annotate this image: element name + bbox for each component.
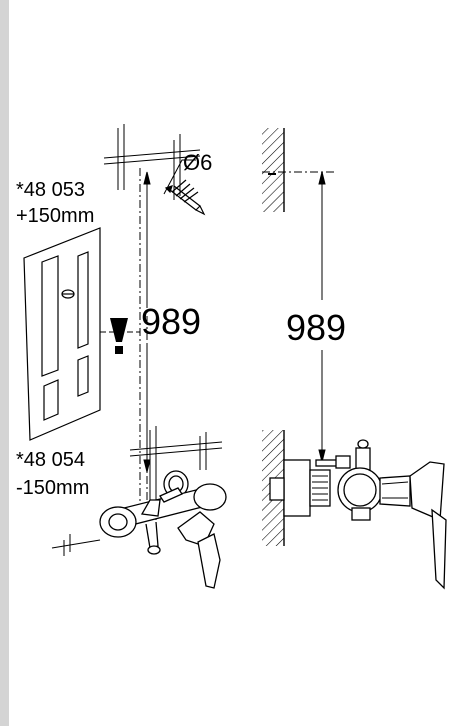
drill-bit (163, 159, 206, 216)
dimension-value-right: 989 (286, 307, 346, 348)
extension-template (23, 227, 101, 441)
part-number-bottom: *48 054 (16, 449, 85, 471)
page-margin-bar (0, 0, 9, 726)
tile-grid-bottom (51, 426, 223, 556)
diameter-label: Ø6 (183, 150, 212, 175)
dimension-value-left: 989 (141, 301, 201, 342)
faucet-right (269, 439, 447, 590)
dimension-line-left (143, 171, 151, 473)
part-offset-bottom: -150mm (16, 477, 89, 499)
warning-mark-icon (110, 318, 128, 354)
dimension-line-right (318, 171, 326, 463)
part-offset-top: +150mm (16, 205, 94, 227)
wall-section-top (262, 128, 285, 212)
faucet-left (99, 470, 227, 589)
part-number-top: *48 053 (16, 179, 85, 201)
